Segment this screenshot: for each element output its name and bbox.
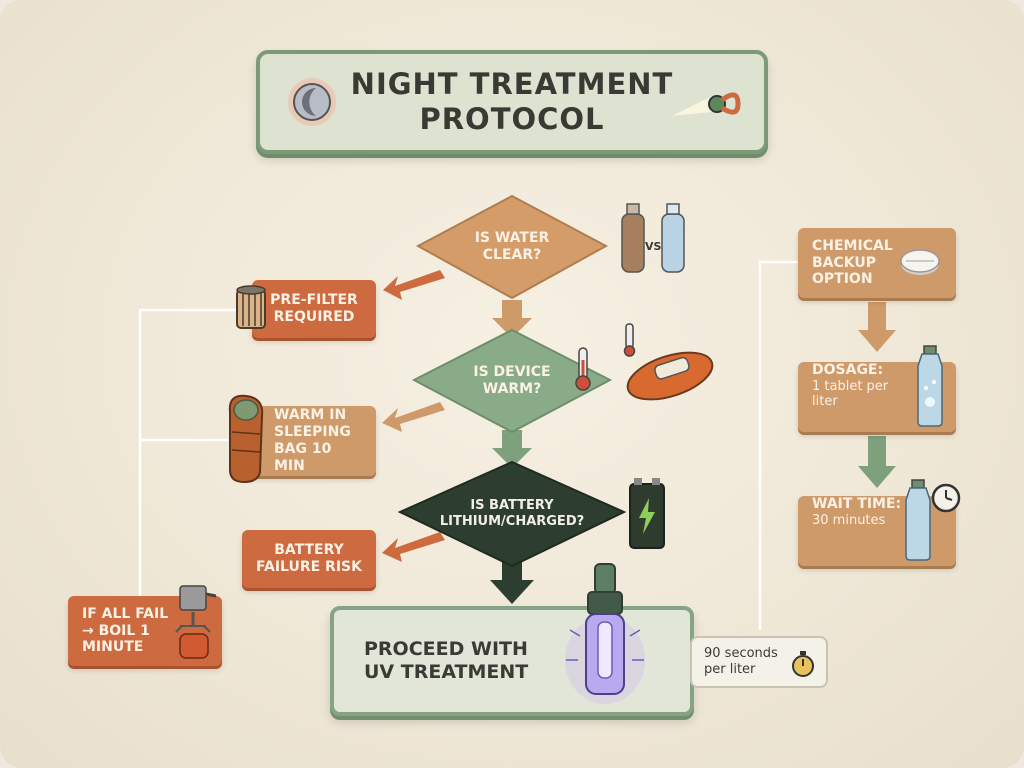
action-pre-filter-label: PRE-FILTER REQUIRED: [270, 292, 358, 325]
arrow-to-warm: [382, 402, 445, 432]
wait-time-text: 30 minutes: [812, 512, 886, 528]
diamond-device-warm: [411, 328, 613, 434]
uv-pen-icon: [565, 563, 645, 704]
sleeping-bag-icon: [228, 394, 264, 484]
filter-icon: [236, 285, 266, 329]
arrow-to-battery-failure: [382, 532, 445, 562]
wait-time-title: WAIT TIME:: [812, 496, 902, 512]
action-boil-label: IF ALL FAIL → BOIL 1 MINUTE: [82, 605, 169, 656]
warming-pouch-icon: [623, 323, 714, 401]
thermometer-icon: [575, 347, 591, 391]
diamond-water-clear: [415, 194, 609, 300]
feedback-line-right: [758, 260, 800, 630]
water-bottle-icon: [917, 345, 943, 427]
dosage-box: DOSAGE: 1 tablet per liter: [798, 345, 956, 432]
action-battery-failure-label: BATTERY FAILURE RISK: [256, 542, 362, 575]
action-battery-failure: BATTERY FAILURE RISK: [242, 530, 376, 588]
arrow-water-to-device: [492, 300, 532, 338]
arrow-dosage-to-wait: [858, 436, 896, 488]
arrow-battery-to-proceed: [490, 562, 534, 604]
dosage-text: 1 tablet per liter: [812, 378, 889, 410]
dosage-title: DOSAGE:: [812, 362, 884, 378]
clock-icon: [931, 483, 961, 513]
decision-device-warm: IS DEVICE WARM?: [473, 363, 551, 398]
title-box: NIGHT TREATMENT PROTOCOL: [256, 50, 768, 154]
water-bottle-icon: [905, 479, 931, 561]
proceed-label: PROCEED WITH UV TREATMENT: [364, 638, 529, 683]
battery-icon: [629, 478, 665, 549]
moon-icon: [288, 78, 336, 126]
arrow-backup-to-dosage: [858, 302, 896, 352]
page-title: NIGHT TREATMENT PROTOCOL: [350, 67, 674, 136]
chemical-backup-label: CHEMICAL BACKUP OPTION: [812, 237, 893, 288]
wait-time-box: WAIT TIME: 30 minutes: [798, 479, 961, 566]
action-warm-bag-label: WARM IN SLEEPING BAG 10 MIN: [274, 407, 351, 474]
action-pre-filter: PRE-FILTER REQUIRED: [252, 280, 376, 338]
uv-time-label: 90 seconds per liter: [704, 646, 778, 677]
diamond-battery: [397, 460, 627, 568]
proceed-box: PROCEED WITH UV TREATMENT: [330, 563, 694, 716]
feedback-line-left: [138, 308, 238, 598]
decision-water-clear: IS WATER CLEAR?: [474, 229, 550, 264]
stove-icon: [175, 585, 217, 659]
decision-battery: IS BATTERY LITHIUM/CHARGED?: [439, 497, 585, 529]
headlamp-icon: [672, 92, 741, 116]
arrow-device-to-battery: [492, 430, 532, 468]
uv-time-callout: 90 seconds per liter: [690, 636, 828, 688]
arrow-to-prefilter: [383, 270, 445, 300]
stopwatch-icon: [792, 651, 814, 677]
vs-label: VS: [645, 240, 662, 253]
tablet-icon: [900, 249, 940, 275]
chemical-backup-box: CHEMICAL BACKUP OPTION: [798, 228, 956, 298]
bottles-icon: [621, 203, 685, 273]
action-warm-bag: WARM IN SLEEPING BAG 10 MIN: [252, 406, 376, 476]
